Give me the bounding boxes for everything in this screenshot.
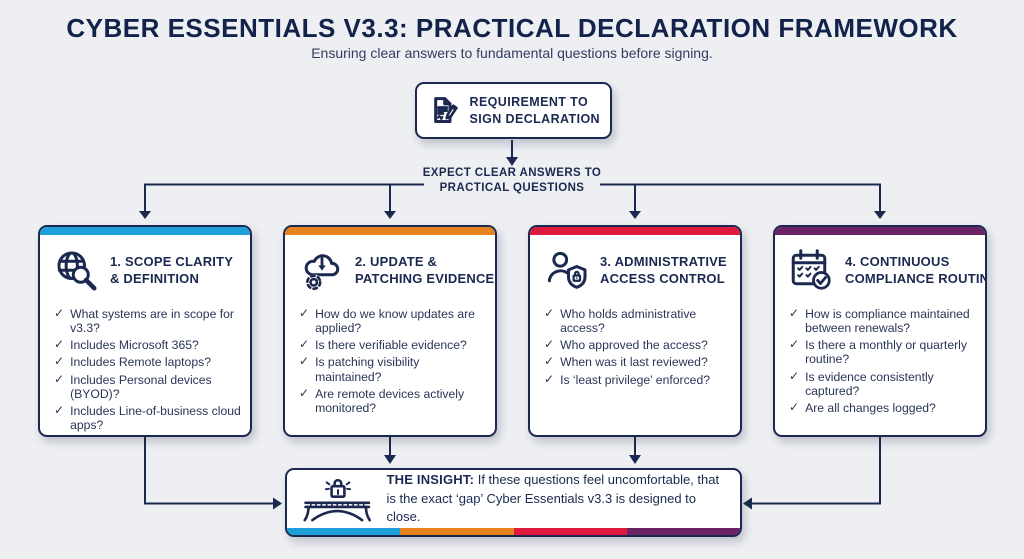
check-item: ✓Are all changes logged? [789,399,936,415]
check-item: ✓Includes Line-of-business cloud apps? [54,402,241,432]
card-accent-bar [775,227,985,235]
cloud-update-gear-icon [298,247,346,291]
page-title: CYBER ESSENTIALS V3.3: PRACTICAL DECLARA… [66,13,958,43]
requirement-node-label: REQUIREMENT TO SIGN DECLARATION [469,95,600,126]
card-admin-access: 3. ADMINISTRATIVE ACCESS CONTROL ✓Who ho… [528,225,742,437]
check-icon: ✓ [54,371,65,386]
check-item: ✓Includes Personal devices (BYOD)? [54,371,212,401]
check-item: ✓Includes Microsoft 365? [54,337,199,353]
insight-prefix: THE INSIGHT: [386,471,475,487]
check-icon: ✓ [299,337,310,352]
check-list: ✓How do we know updates are applied? ✓Is… [299,306,489,415]
strip-purple [626,528,740,535]
check-item: ✓Who holds administrative access? [544,306,697,336]
check-item: ✓Includes Third-party hosted platforms? [54,434,64,435]
bridge-lock-icon [301,474,373,524]
card-accent-bar [530,227,740,235]
check-list: ✓Who holds administrative access? ✓Who a… [544,306,734,387]
document-pen-icon [429,90,460,132]
insight-color-strip [287,528,740,535]
check-item: ✓Is evidence consistently captured? [789,368,934,398]
page-subtitle: Ensuring clear answers to fundamental qu… [311,45,713,61]
check-list: ✓What systems are in scope for v3.3? ✓In… [54,306,244,435]
card-accent-bar [285,227,495,235]
check-item: ✓Is ‘least privilege’ enforced? [544,371,711,387]
check-icon: ✓ [54,434,64,435]
card-compliance-routine: 4. CONTINUOUS COMPLIANCE ROUTINE ✓How is… [773,225,987,437]
check-icon: ✓ [544,371,555,386]
check-item: ✓How do we know updates are applied? [299,306,475,336]
strip-orange [400,528,514,535]
check-item: ✓Is there verifiable evidence? [299,337,467,353]
card-update-patching: 2. UPDATE & PATCHING EVIDENCE ✓How do we… [283,225,497,437]
check-icon: ✓ [544,354,555,369]
card-title: 4. CONTINUOUS COMPLIANCE ROUTINE [845,254,987,286]
check-icon: ✓ [789,337,800,352]
check-item: ✓When was it last reviewed? [544,354,708,370]
requirement-node: REQUIREMENT TO SIGN DECLARATION [415,82,612,139]
check-item: ✓Are remote devices actively monitored? [299,385,465,415]
check-list: ✓How is compliance maintained between re… [789,306,979,415]
calendar-check-icon [788,247,836,295]
card-title: 1. SCOPE CLARITY & DEFINITION [110,254,234,286]
admin-shield-lock-icon [543,247,591,295]
card-title: 2. UPDATE & PATCHING EVIDENCE [355,254,495,286]
check-item: ✓Who approved the access? [544,337,708,353]
check-icon: ✓ [789,368,800,383]
check-icon: ✓ [299,306,310,320]
check-icon: ✓ [54,337,65,352]
check-icon: ✓ [299,385,310,400]
globe-magnifier-icon [53,247,101,295]
check-icon: ✓ [544,306,555,320]
check-icon: ✓ [299,354,310,369]
check-item: ✓Is patching visibility maintained? [299,354,420,384]
connector-label: EXPECT CLEAR ANSWERS TO PRACTICAL QUESTI… [422,167,602,194]
check-item: ✓How is compliance maintained between re… [789,306,970,336]
check-icon: ✓ [54,306,65,320]
check-icon: ✓ [789,306,800,320]
insight-body: If these questions feel uncomfortable, t… [386,471,720,525]
insight-box: THE INSIGHT: If these questions feel unc… [285,468,742,537]
check-icon: ✓ [544,337,555,352]
card-scope-clarity: 1. SCOPE CLARITY & DEFINITION ✓What syst… [38,225,252,437]
card-accent-bar [40,227,250,235]
strip-red [513,528,627,535]
check-icon: ✓ [54,354,65,369]
strip-blue [287,528,401,535]
check-item: ✓Includes Remote laptops? [54,354,211,370]
card-title: 3. ADMINISTRATIVE ACCESS CONTROL [600,254,727,286]
check-icon: ✓ [54,402,65,417]
check-item: ✓What systems are in scope for v3.3? [54,306,234,336]
insight-text: THE INSIGHT: If these questions feel unc… [386,471,726,528]
check-item: ✓Is there a monthly or quarterly routine… [789,337,967,367]
check-icon: ✓ [789,399,800,414]
